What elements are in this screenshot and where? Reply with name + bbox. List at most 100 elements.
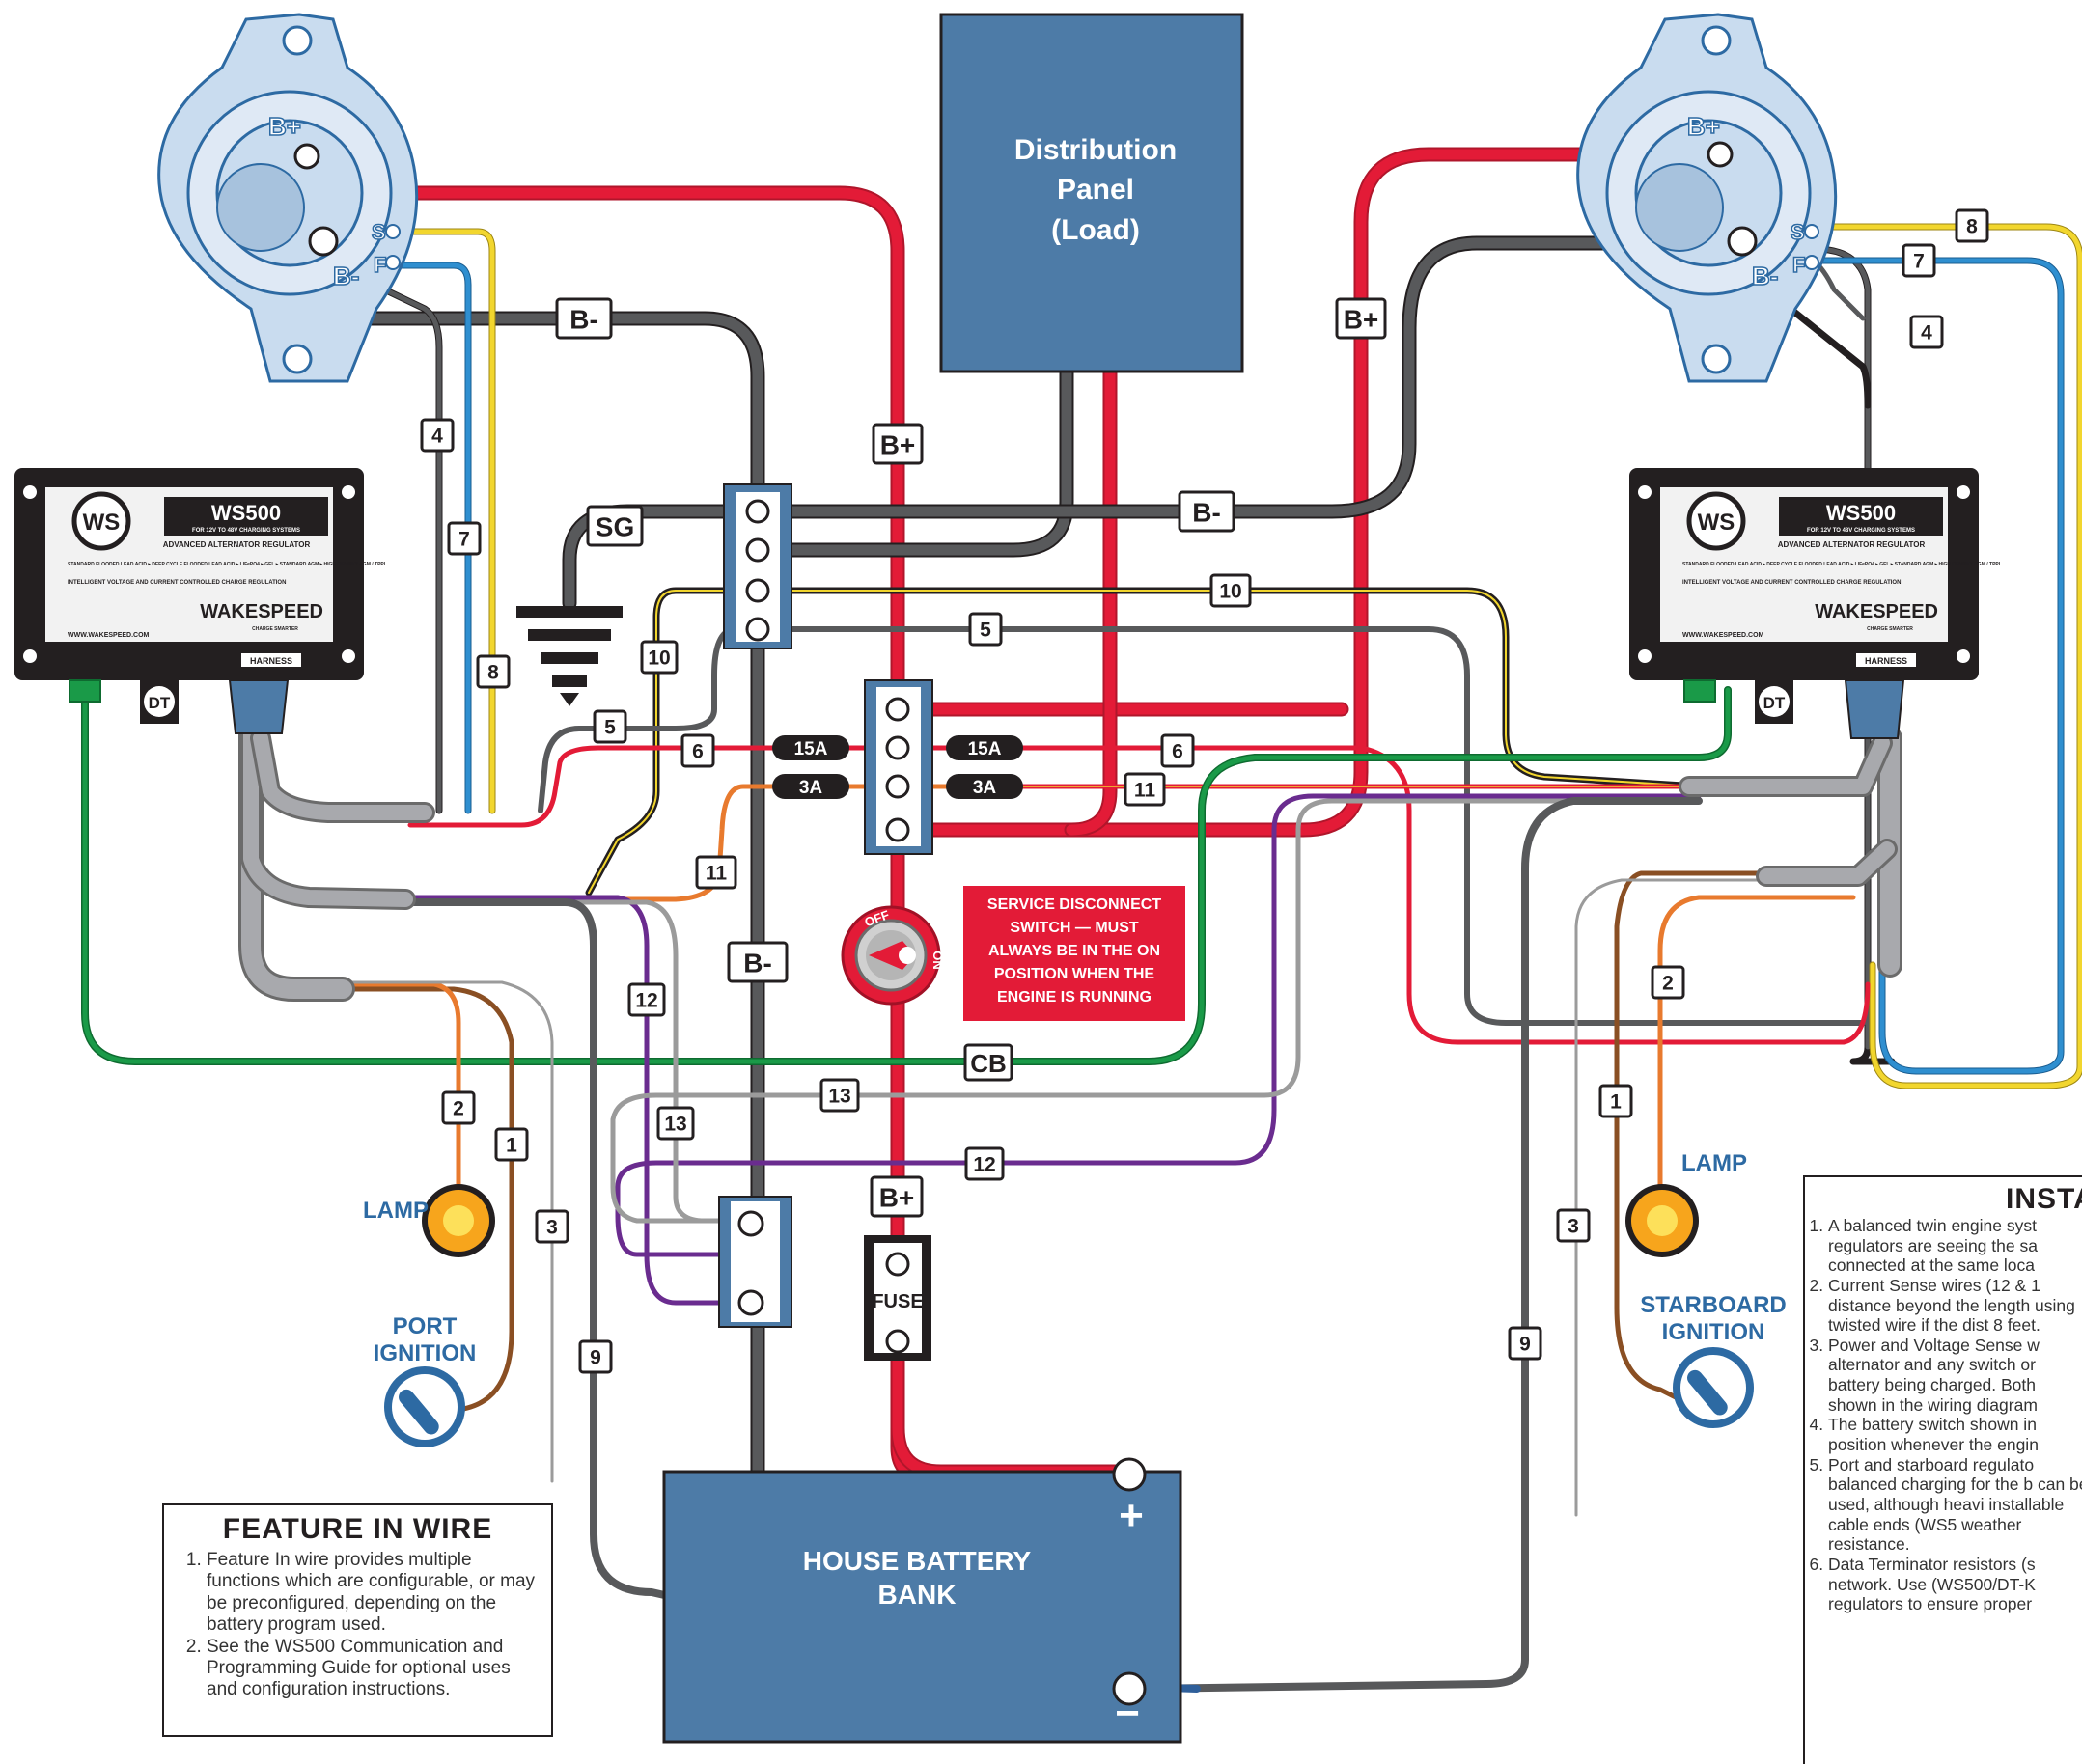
port-reg-features: STANDARD FLOODED LEAD ACID ▸ DEEP CYCLE …: [68, 562, 387, 567]
svg-text:6: 6: [1172, 741, 1183, 763]
fuse-15a-left: 15A: [794, 739, 828, 759]
distribution-line3: (Load): [1051, 214, 1140, 246]
install-notes-item: A balanced twin engine syst regulators a…: [1828, 1216, 2082, 1276]
stbd-reg-features: STANDARD FLOODED LEAD ACID ▸ DEEP CYCLE …: [1682, 562, 2002, 567]
stbd-reg-url: WWW.WAKESPEED.COM: [1682, 632, 1764, 639]
svg-text:5: 5: [980, 620, 991, 642]
port-reg-url: WWW.WAKESPEED.COM: [68, 632, 150, 639]
stbd-reg-product: ADVANCED ALTERNATOR REGULATOR: [1778, 540, 1926, 549]
shunt: [718, 1196, 792, 1328]
tag-w3-port: 3: [535, 1209, 569, 1244]
stbd-dt-label: DT: [1763, 694, 1786, 712]
feature-in-wire-title: FEATURE IN WIRE: [222, 1513, 493, 1545]
svg-text:8: 8: [487, 662, 499, 684]
fuse-3a-left: 3A: [799, 778, 823, 798]
tag-w1-port: 1: [494, 1127, 529, 1162]
svg-text:B+: B+: [879, 1183, 915, 1213]
feature-in-wire-box: FEATURE IN WIRE Feature In wire provides…: [162, 1503, 553, 1737]
starboard-ignition-l1: STARBOARD: [1640, 1292, 1787, 1318]
starboard-alternator: B+ B- S F: [1576, 13, 1838, 383]
house-battery: HOUSE BATTERY BANK + −: [662, 1457, 1182, 1744]
port-reg-logo: WS: [83, 510, 121, 536]
wire-tags: B- B+ B+ B- SG B- B+ CB 4 7 8 10 5 6 11 …: [420, 208, 1989, 1374]
stbd-reg-tagline: CHARGE SMARTER: [1867, 626, 1913, 632]
tag-w6-port: 6: [680, 733, 715, 768]
tag-w12-stbd: 12: [964, 1146, 1005, 1181]
fuse-15a-right: 15A: [968, 739, 1002, 759]
tag-bplus-center: B+: [872, 423, 924, 465]
port-ignition-l2: IGNITION: [374, 1340, 477, 1366]
starboard-lamp-label: LAMP: [1681, 1150, 1747, 1176]
install-notes-list: A balanced twin engine syst regulators a…: [1805, 1216, 2082, 1614]
starboard-ignition-l2: IGNITION: [1662, 1319, 1765, 1345]
tag-w6-stbd: 6: [1160, 733, 1195, 768]
stbd-reg-harness: HARNESS: [1865, 656, 1907, 666]
port-reg-desc: INTELLIGENT VOLTAGE AND CURRENT CONTROLL…: [68, 580, 286, 586]
port-alt-s: S: [372, 220, 386, 244]
starboard-regulator: WS WS500 FOR 12V TO 48V CHARGING SYSTEMS…: [1629, 468, 2002, 680]
svg-text:11: 11: [1134, 780, 1156, 802]
service-note-l4: POSITION WHEN THE: [994, 966, 1155, 982]
svg-text:9: 9: [590, 1347, 601, 1369]
switch-on: ON: [930, 951, 945, 970]
distribution-panel: Distribution Panel (Load): [939, 13, 1244, 373]
svg-text:4: 4: [1921, 322, 1932, 345]
positive-bus-bar: [864, 679, 933, 855]
battery-minus: −: [1115, 1690, 1140, 1737]
tag-bplus-fuse: B+: [870, 1175, 924, 1218]
svg-text:12: 12: [635, 990, 657, 1012]
svg-text:B+: B+: [880, 430, 916, 460]
tag-w12-port: 12: [627, 982, 666, 1017]
tag-w13-port: 13: [656, 1106, 695, 1141]
ground-symbol: [516, 606, 623, 706]
install-notes-item: Current Sense wires (12 & 1 distance bey…: [1828, 1276, 2082, 1336]
svg-text:12: 12: [973, 1154, 995, 1176]
distribution-line2: Panel: [1057, 174, 1134, 206]
svg-text:6: 6: [692, 741, 704, 763]
stbd-alt-bminus: B-: [1752, 262, 1778, 290]
starboard-regulator-connectors: DT: [1683, 679, 1905, 739]
battery-switch: OFF ON: [841, 905, 945, 1006]
port-reg-brand: WAKESPEED: [200, 601, 323, 622]
tag-w4-stbd: 4: [1909, 315, 1944, 349]
svg-text:13: 13: [664, 1114, 686, 1136]
svg-text:9: 9: [1519, 1334, 1531, 1356]
stbd-reg-subtitle: FOR 12V TO 48V CHARGING SYSTEMS: [1807, 528, 1915, 534]
install-notes-item: The battery switch shown in position whe…: [1828, 1415, 2082, 1454]
port-lamp-label: LAMP: [363, 1198, 429, 1224]
tag-w7-stbd: 7: [1902, 243, 1936, 278]
port-alt-f: F: [374, 253, 386, 277]
stbd-reg-model: WS500: [1826, 501, 1896, 525]
negative-terminal-strip: [723, 483, 792, 649]
tag-w9-port: 9: [578, 1339, 613, 1374]
svg-text:11: 11: [706, 863, 728, 885]
port-reg-product: ADVANCED ALTERNATOR REGULATOR: [163, 540, 311, 549]
tag-w2-port: 2: [441, 1090, 476, 1125]
svg-text:CB: CB: [970, 1049, 1007, 1078]
tag-w5-port: 5: [593, 709, 627, 744]
tag-w8-port: 8: [476, 654, 511, 689]
port-alt-bplus: B+: [268, 112, 301, 141]
svg-text:8: 8: [1966, 216, 1978, 238]
stbd-reg-logo: WS: [1698, 510, 1735, 536]
main-fuse-label: FUSE: [872, 1291, 923, 1312]
install-notes-item: Power and Voltage Sense w alternator and…: [1828, 1336, 2082, 1416]
feature-in-wire-item: Feature In wire provides multiple functi…: [207, 1550, 538, 1637]
tag-bplus-right: B+: [1335, 297, 1387, 340]
tag-w5-stbd: 5: [968, 612, 1003, 647]
service-note-l1: SERVICE DISCONNECT: [987, 896, 1161, 913]
port-dt-label: DT: [149, 694, 171, 712]
tag-w2-stbd: 2: [1651, 965, 1685, 1000]
main-fuse: FUSE: [864, 1235, 931, 1361]
svg-text:7: 7: [1913, 251, 1925, 273]
svg-text:13: 13: [828, 1086, 850, 1108]
tag-w11-stbd: 11: [1124, 772, 1166, 807]
port-alt-bminus: B-: [333, 262, 359, 290]
tag-w10-stbd: 10: [1209, 573, 1252, 608]
svg-text:B-: B-: [1192, 498, 1221, 528]
tag-w10-port: 10: [640, 640, 679, 675]
port-regulator-connectors: DT: [69, 679, 290, 734]
service-note-l3: ALWAYS BE IN THE ON: [988, 943, 1160, 959]
tag-bminus-lower: B-: [727, 941, 789, 983]
